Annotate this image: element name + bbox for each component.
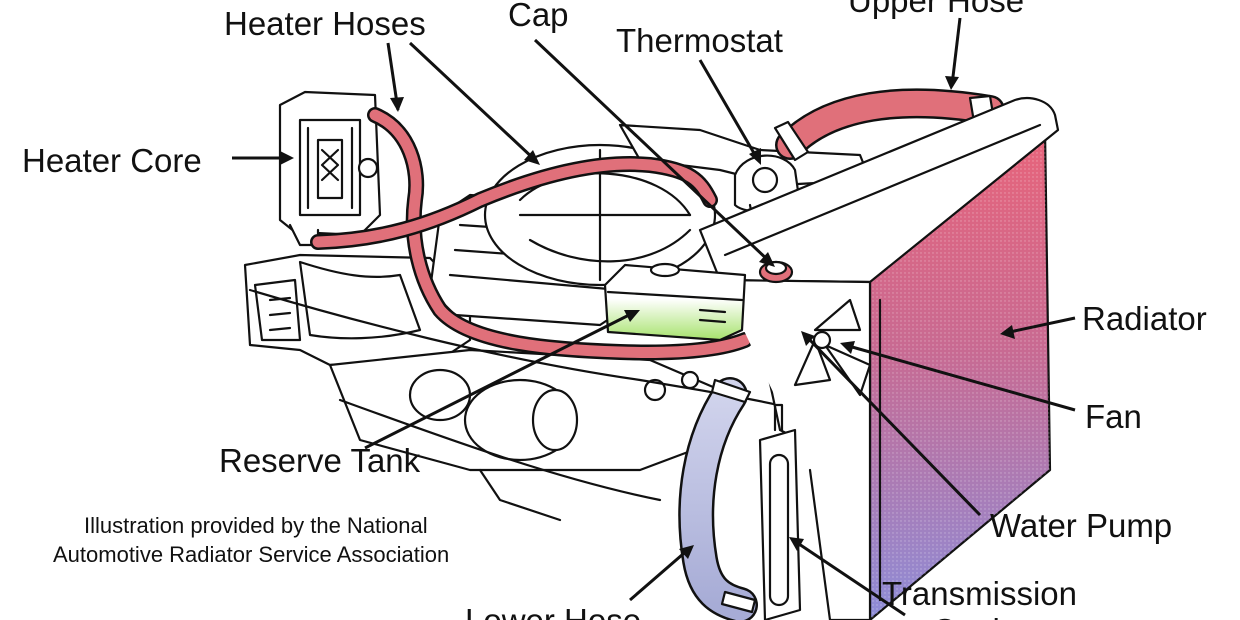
heater-hoses bbox=[310, 107, 753, 361]
credit-line-2: Automotive Radiator Service Association bbox=[53, 542, 449, 567]
label-heater-hoses: Heater Hoses bbox=[224, 5, 426, 42]
transmission-cooler bbox=[758, 403, 802, 620]
reserve-tank bbox=[603, 262, 747, 342]
radiator-cap bbox=[758, 260, 794, 284]
label-lower-hose: Lower Hose bbox=[465, 602, 641, 620]
lower-hose bbox=[678, 377, 758, 620]
radiator bbox=[698, 97, 1060, 620]
label-cap: Cap bbox=[508, 0, 569, 33]
heater-core bbox=[278, 90, 382, 247]
label-water-pump: Water Pump bbox=[990, 507, 1172, 544]
credit-line-1: Illustration provided by the National bbox=[84, 513, 428, 538]
leader-lines bbox=[232, 17, 1076, 617]
label-fan: Fan bbox=[1085, 398, 1142, 435]
label-radiator: Radiator bbox=[1082, 300, 1207, 337]
label-heater-core: Heater Core bbox=[22, 142, 202, 179]
label-transmission-cooler-line1: Transmission bbox=[882, 575, 1077, 612]
label-transmission-cooler-line2: Cooler bbox=[932, 612, 1029, 620]
label-reserve-tank: Reserve Tank bbox=[219, 442, 421, 479]
upper-hose bbox=[773, 88, 1005, 162]
label-upper-hose: Upper Hose bbox=[848, 0, 1024, 19]
fan bbox=[793, 298, 872, 397]
label-thermostat: Thermostat bbox=[616, 22, 783, 59]
